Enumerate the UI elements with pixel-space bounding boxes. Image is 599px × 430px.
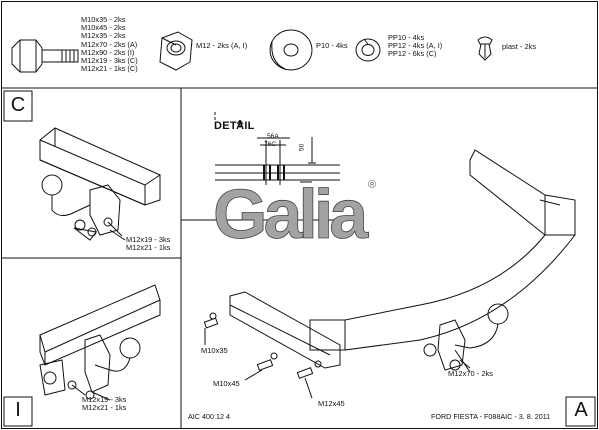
- callout-m12x70: M12x70 - 2ks: [448, 369, 494, 378]
- bolt-spec-list: M10x35 - 2ks M10x45 - 2ks M12x35 - 2ks M…: [81, 15, 138, 74]
- i-bolt-callout: M12x21 - 1ks: [82, 403, 127, 413]
- detail-dimension-76c: 76C: [264, 141, 277, 148]
- plug-spec: plast - 2ks: [502, 42, 537, 51]
- bolt-spec: M12x19 - 3ks (C): [81, 55, 138, 65]
- callout-m12x45: M12x45: [318, 399, 345, 408]
- galia-logo: Galia: [213, 175, 374, 254]
- detail-title: DETAIL: [214, 120, 255, 132]
- i-bolt-callout: M12x19 - 3ks: [82, 395, 127, 404]
- nut-spec: M12 - 2ks (A, I): [196, 41, 248, 50]
- detail-dimension-50: 50: [298, 143, 306, 151]
- spring-washer-drawing: [355, 38, 381, 62]
- bolt-spec: M12x35 - 2ks: [81, 31, 126, 41]
- c-bolt-callout: M12x21 - 1ks: [126, 243, 171, 253]
- corner-a-box: [565, 396, 596, 427]
- corner-label-a: A: [574, 399, 588, 421]
- corner-c-box: [3, 90, 33, 122]
- spring-washer-spec: PP12 - 4ks (A, I): [388, 41, 443, 51]
- registered-mark: ®: [368, 179, 377, 191]
- svg-text:Galia: Galia: [213, 175, 369, 253]
- bolt-spec: M12x70 - 2ks (A): [81, 39, 138, 49]
- spring-washer-spec: PP12 - 6ks (C): [388, 49, 437, 59]
- nut-drawing: [159, 31, 193, 71]
- spring-washer-spec-list: PP10 - 4ks PP12 - 4ks (A, I) PP12 - 6ks …: [388, 33, 443, 59]
- towbar-c-drawing: [39, 127, 161, 241]
- bolt-spec: M10x45 - 2ks: [81, 23, 126, 33]
- corner-i-box: [3, 396, 33, 427]
- towbar-a-drawing: [203, 149, 576, 399]
- footer-model-date: FORD FIESTA - F088AIC - 3. 8. 2011: [431, 412, 551, 421]
- c-bolt-callout: M12x19 - 3ks: [126, 235, 171, 244]
- callout-m10x45: M10x45: [213, 379, 240, 388]
- detail-dimension-lines: [215, 119, 340, 185]
- leader-i: [71, 384, 86, 396]
- corner-label-c: C: [10, 94, 26, 116]
- spring-washer-spec: PP10 - 4ks: [388, 33, 425, 42]
- footer-drawing-number: AIC 400 12 4: [188, 412, 230, 421]
- callout-m10x35: M10x35: [201, 346, 228, 355]
- washer-drawing: [269, 29, 313, 71]
- c-bolt-callouts: M12x19 - 3ks M12x21 - 1ks: [126, 235, 171, 253]
- corner-label-i: I: [15, 399, 21, 421]
- bolt-spec: M10x35 - 2ks: [81, 15, 126, 24]
- plastic-plug-drawing: [477, 36, 493, 61]
- i-bolt-callouts: M12x19 - 3ks M12x21 - 1ks: [82, 395, 127, 413]
- bolt-spec: M12x21 - 1ks (C): [81, 64, 138, 74]
- bolt-drawing: [11, 39, 79, 73]
- detail-dimension-56a: 56A: [267, 133, 279, 140]
- leader-c: [109, 229, 126, 241]
- bolt-spec: M12x90 - 2ks (I): [81, 47, 135, 57]
- towbar-i-drawing: [39, 284, 161, 401]
- washer-spec: P10 - 4ks: [316, 41, 348, 50]
